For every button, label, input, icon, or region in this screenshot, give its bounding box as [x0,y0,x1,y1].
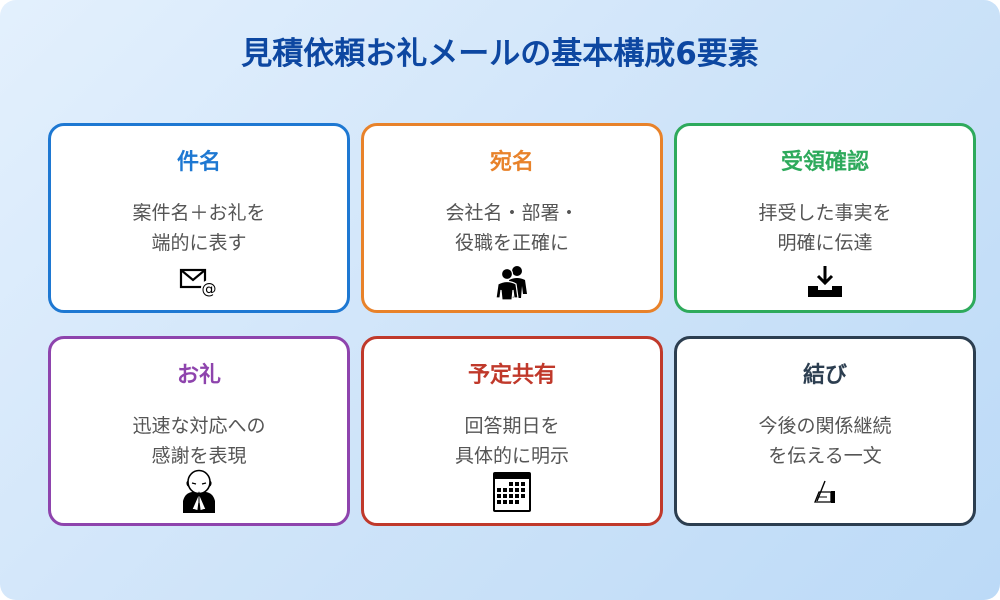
inbox-download-icon [805,264,845,300]
page-title: 見積依頼お礼メールの基本構成6要素 [241,36,759,72]
card-description-line: 具体的に明示 [454,445,569,467]
email-at-icon: @ [179,264,219,300]
card-description-line: 端的に表す [151,232,247,254]
card-closing: 結び 今後の関係継続 を伝える一文 [674,336,976,526]
svg-text:@: @ [202,280,217,297]
card-description-line: 拝受した事実を [758,202,892,224]
card-description-line: 明確に伝達 [777,232,873,254]
card-description: 拝受した事実を 明確に伝達 [677,198,973,258]
card-description: 今後の関係継続 を伝える一文 [677,411,973,471]
bowing-person-icon [179,469,219,513]
card-addressee: 宛名 会社名・部署・ 役職を正確に [361,123,663,313]
card-description: 会社名・部署・ 役職を正確に [364,198,660,258]
card-title: 宛名 [489,150,534,175]
card-title: 受領確認 [780,150,869,175]
writing-hand-icon [805,477,845,507]
people-icon [492,264,532,300]
card-subject: 件名 案件名＋お礼を 端的に表す @ [48,123,350,313]
card-schedule-sharing: 予定共有 回答期日を 具体的に明示 [361,336,663,526]
card-title: お礼 [176,363,221,388]
card-description-line: 回答期日を [464,415,560,437]
card-description: 迅速な対応への 感謝を表現 [51,411,347,471]
card-title: 結び [802,363,847,388]
card-title: 予定共有 [467,363,556,388]
card-description-line: 今後の関係継続 [758,415,892,437]
card-description-line: を伝える一文 [768,445,882,467]
card-description: 回答期日を 具体的に明示 [364,411,660,471]
card-description-line: 迅速な対応への [132,415,266,437]
card-title: 件名 [176,150,221,175]
calendar-icon [492,471,532,513]
card-description-line: 案件名＋お礼を [132,202,266,224]
card-thanks: お礼 迅速な対応への 感謝を表現 [48,336,350,526]
card-description-line: 役職を正確に [454,232,569,254]
card-description-line: 感謝を表現 [151,445,247,467]
card-description-line: 会社名・部署・ [445,202,579,224]
card-description: 案件名＋お礼を 端的に表す [51,198,347,258]
card-receipt-confirmation: 受領確認 拝受した事実を 明確に伝達 [674,123,976,313]
